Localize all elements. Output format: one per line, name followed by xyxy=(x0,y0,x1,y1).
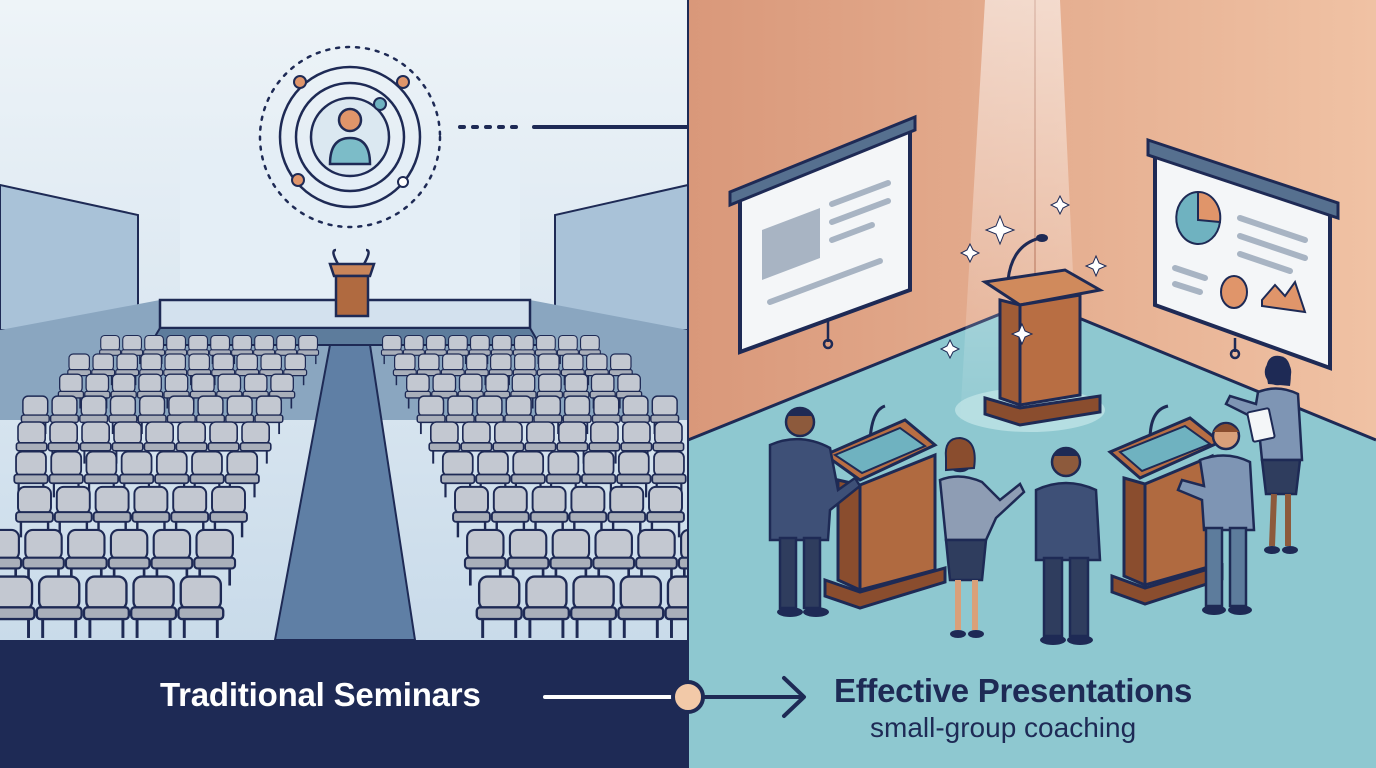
traditional-seminars-caption: Traditional Seminars xyxy=(160,676,481,713)
coach-man-right xyxy=(1176,421,1256,615)
presentation-screen-right xyxy=(1146,137,1340,371)
coach-woman-center xyxy=(938,436,1026,638)
center-podium xyxy=(980,234,1105,427)
coach-man-left xyxy=(768,406,862,617)
small-group-coaching-caption: small-group coaching xyxy=(870,712,1137,743)
caption-connector xyxy=(543,676,806,718)
coach-woman-right xyxy=(1224,355,1304,554)
presentation-screen-left xyxy=(728,114,917,355)
person-icon xyxy=(328,107,372,166)
left-panel xyxy=(0,0,760,768)
sparkle-icon xyxy=(939,194,1108,360)
arrow-right-icon xyxy=(782,676,806,718)
coach-man-center xyxy=(1034,446,1102,645)
seminar-podium xyxy=(328,248,376,318)
left-caption-band xyxy=(0,640,688,768)
audience-focus-icon xyxy=(258,45,442,229)
effective-presentations-caption: Effective Presentations xyxy=(834,672,1193,709)
right-panel xyxy=(687,0,1376,768)
connector-dot-icon xyxy=(671,680,705,714)
